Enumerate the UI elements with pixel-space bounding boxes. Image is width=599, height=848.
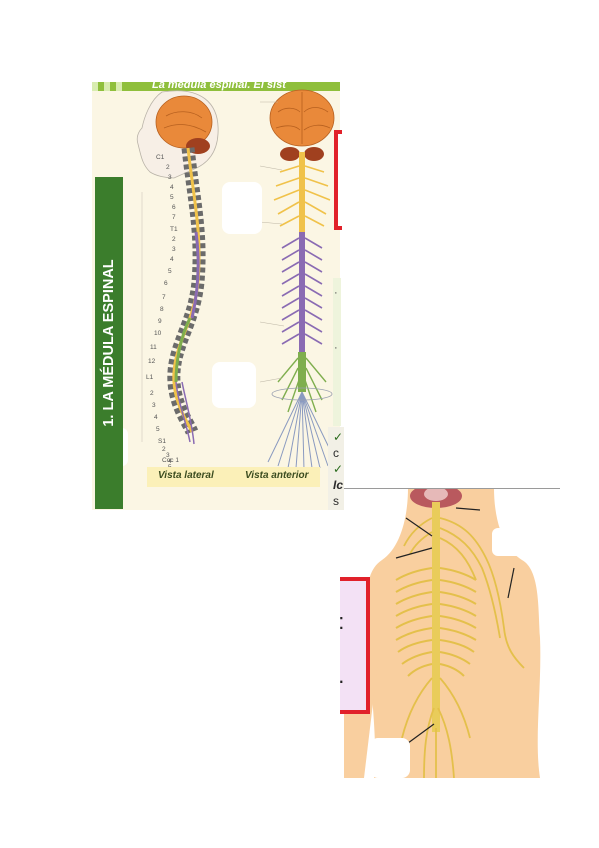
- spinal-cord-cervical-anterior: [299, 152, 305, 232]
- slide-header-bar: La médula espinal. El sist: [92, 82, 340, 91]
- vertebra-label: 2: [172, 236, 176, 243]
- bullet-check: ✓: [333, 462, 344, 476]
- thoracic-nerves: [281, 237, 323, 345]
- vertebra-label: 11: [150, 344, 157, 351]
- vertebra-label: 7: [162, 294, 166, 301]
- header-chip: [104, 82, 110, 91]
- vertebra-label: C1: [156, 154, 165, 161]
- header-chip: [116, 82, 122, 91]
- vertebra-label: S1: [158, 438, 166, 445]
- vertebra-label: 3: [166, 452, 170, 459]
- cauda-equina-lateral: [175, 381, 195, 445]
- text-fragment: c: [333, 446, 339, 460]
- cervical-nerves: [273, 165, 331, 227]
- vertebra-label: 9: [158, 318, 162, 325]
- brain-lateral: [155, 95, 213, 149]
- caption-anterior: Vista anterior: [245, 470, 309, 481]
- vertebra-label: 5: [156, 426, 160, 433]
- back-nervous-system-image: [344, 488, 560, 778]
- spinal-cord-lumbar-lateral: [174, 317, 192, 383]
- vertebra-label: 12: [148, 358, 156, 365]
- vertebra-label: 2: [150, 390, 154, 397]
- section-title: 1. LA MÉDULA ESPINAL: [101, 259, 117, 427]
- green-text-fragment: [333, 278, 341, 426]
- anterior-leader-lines: [259, 101, 285, 383]
- spinal-cord-thoracic-anterior: [299, 232, 305, 352]
- brain-folds: [163, 111, 207, 133]
- sacral-nerves: [267, 391, 337, 471]
- spinal-cord-cervical-lateral: [172, 147, 201, 433]
- back-skin: [366, 488, 541, 778]
- vertebra-label: T1: [170, 226, 178, 233]
- spine-illustrations: [136, 89, 337, 471]
- slide-header-text: La médula espinal. El sist: [152, 82, 286, 91]
- redaction-mask: [222, 182, 262, 234]
- spinal-cord-back: [432, 502, 440, 732]
- caption-bar: Vista lateral Vista anterior: [147, 467, 320, 487]
- vertebra-label: 4: [154, 414, 158, 421]
- vertebra-label: 10: [154, 330, 162, 337]
- vertebra-label: 5: [170, 194, 174, 201]
- vertebra-label: 5: [168, 268, 172, 275]
- spinal-cord-slide-image: La médula espinal. El sist: [92, 82, 340, 510]
- vertebra-label: 3: [168, 174, 172, 181]
- brachial-plexus: [403, 517, 525, 669]
- vertebra-label: 6: [172, 204, 176, 211]
- vertebra-label: 2: [162, 446, 166, 453]
- vertebra-label: 4: [170, 256, 174, 263]
- vertebra-label: L1: [146, 374, 154, 381]
- text-fragment: s: [333, 494, 339, 508]
- intercostal-nerves: [395, 567, 477, 677]
- vertebra-label: 4: [170, 184, 174, 191]
- vertebra-label: 2: [166, 164, 170, 171]
- header-chip: [92, 82, 98, 91]
- vertebra-label: Coc 1: [162, 457, 179, 464]
- text-fragment-panel: [328, 427, 344, 510]
- brainstem: [424, 488, 448, 501]
- redaction-mask: [370, 738, 410, 778]
- caption-lateral: Vista lateral: [158, 470, 214, 481]
- lumbosacral-nerves: [401, 677, 471, 778]
- pink-text-box: o: . n.: [340, 577, 370, 714]
- vertebra-label: 4: [168, 458, 172, 465]
- vertebra-label: 6: [164, 280, 168, 287]
- vertebra-label: 8: [160, 306, 164, 313]
- spinal-cord-lumbar-anterior: [298, 352, 306, 392]
- section-title-tab: 1. LA MÉDULA ESPINAL: [95, 177, 123, 509]
- cerebellum-left: [280, 147, 300, 161]
- lumbar-nerves: [277, 357, 327, 413]
- bullet-check: ✓: [333, 430, 344, 444]
- vertebra-label: 3: [152, 402, 156, 409]
- brain-anterior-folds: [275, 92, 331, 144]
- vertebra-label: 3: [172, 246, 176, 253]
- cerebellum-right: [304, 147, 324, 161]
- text-fragment: Ic: [333, 478, 344, 492]
- text-fragment: ·: [334, 342, 338, 354]
- spinal-cord-thoracic-lateral: [190, 231, 200, 319]
- pelvis-outline: [271, 387, 333, 401]
- redaction-mask: [212, 362, 256, 408]
- pink-box-text: n.: [340, 663, 344, 689]
- text-fragment: ·: [334, 287, 338, 299]
- vertebra-label: 7: [172, 214, 176, 221]
- image-top-rule: [344, 488, 560, 489]
- redaction-mask: [344, 528, 378, 562]
- red-frame-fragment: [334, 130, 342, 230]
- redaction-mask: [492, 528, 532, 556]
- pink-box-text: o:: [340, 609, 344, 635]
- vertebra-label-column: C1 2 3 4 5 6 7 T1 2 3 4 5 6 7 8 9 10 11 …: [146, 154, 178, 471]
